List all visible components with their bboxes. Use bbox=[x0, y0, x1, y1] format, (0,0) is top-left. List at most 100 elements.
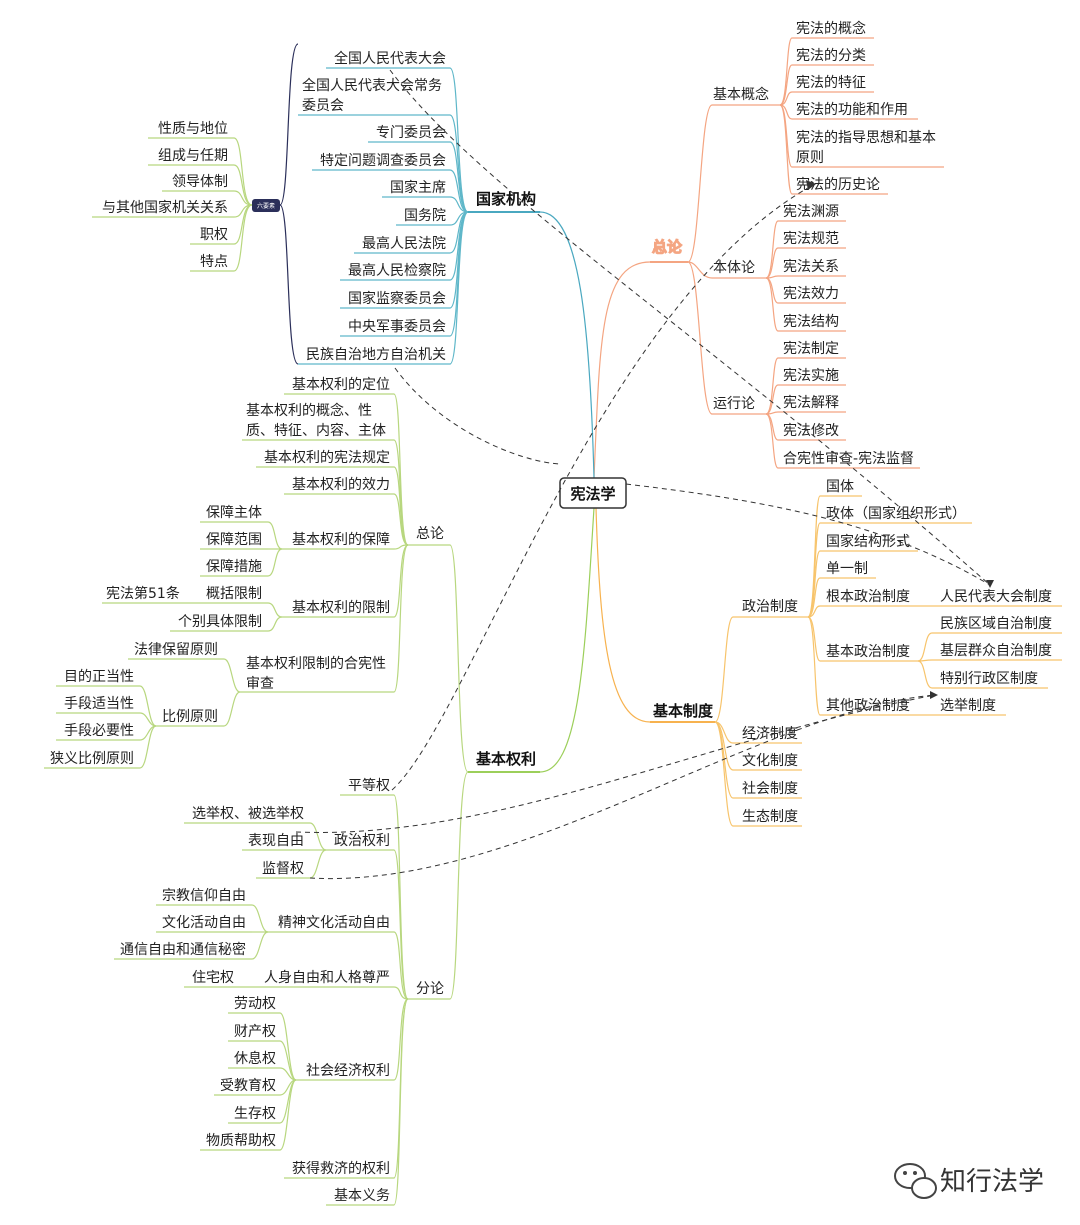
jingshen-item: 文化活动自由 bbox=[162, 915, 246, 931]
jigou-item: 全国人民代表大会 bbox=[334, 50, 446, 67]
six-elements-badge bbox=[252, 199, 280, 212]
yunxinglun-item: 宪法实施 bbox=[783, 367, 839, 384]
jigou-item: 委员会 bbox=[302, 98, 344, 114]
jigou-item: 特定问题调查委员会 bbox=[320, 153, 446, 169]
bentilun-label[interactable]: 本体论 bbox=[713, 260, 755, 276]
branch-jigou: 国家机构 全国人民代表大会 全国人民代表大会常务 委员会 专门委员会 特定问题调… bbox=[298, 50, 536, 365]
jiuji-label: 获得救济的权利 bbox=[292, 1160, 390, 1177]
jigou-item: 民族自治地方自治机关 bbox=[306, 347, 446, 363]
jingshen-item: 宗教信仰自由 bbox=[162, 888, 246, 904]
qita-child: 选举制度 bbox=[940, 698, 996, 714]
bentilun-item: 宪法结构 bbox=[783, 313, 839, 330]
link-root-to-system bbox=[625, 483, 991, 586]
shencha-label: 审查 bbox=[246, 676, 274, 692]
branch-quanli: 基本权利 总论 基本权利的定位 基本权利的概念、性 质、特征、内容、主体 基本权… bbox=[44, 376, 536, 1206]
jigou-label[interactable]: 国家机构 bbox=[476, 190, 536, 208]
jibengainian-item: 宪法的概念 bbox=[796, 20, 866, 37]
shehui-label: 社会经济权利 bbox=[306, 1063, 390, 1079]
link-vote-to-election bbox=[295, 694, 936, 833]
jigou-item: 国务院 bbox=[404, 208, 446, 224]
arrowhead bbox=[986, 580, 994, 588]
link-autonomy-to-root bbox=[394, 367, 561, 465]
zonglun-label[interactable]: 总论 bbox=[652, 238, 684, 257]
quanli-zonglun-item: 基本权利的定位 bbox=[292, 376, 390, 393]
jibengainian-label[interactable]: 基本概念 bbox=[713, 86, 769, 103]
shencha-label: 基本权利限制的合宪性 bbox=[246, 655, 386, 672]
fenlun-label[interactable]: 分论 bbox=[416, 981, 444, 997]
baozhang-item: 保障措施 bbox=[206, 559, 262, 575]
yunxinglun-label[interactable]: 运行论 bbox=[713, 396, 755, 412]
cross-links bbox=[295, 69, 994, 880]
baozhang-item: 保障主体 bbox=[206, 505, 262, 521]
zhidu-label[interactable]: 基本制度 bbox=[652, 702, 714, 720]
yiwu-label: 基本义务 bbox=[334, 1187, 390, 1204]
zhengzhiquan-item: 表现自由 bbox=[248, 833, 304, 849]
jigou-item: 专门委员会 bbox=[376, 125, 446, 141]
zhengzhi-item: 国家结构形式 bbox=[826, 533, 910, 550]
six-element-item: 职权 bbox=[200, 227, 228, 243]
six-elements-list: 性质与地位 组成与任期 领导体制 与其他国家机关关系 职权 特点 bbox=[92, 121, 253, 272]
link-equality-to-history bbox=[391, 183, 816, 791]
zhengzhi-label[interactable]: 政治制度 bbox=[742, 599, 798, 615]
yunxinglun-item: 宪法制定 bbox=[783, 340, 839, 357]
shehui-item: 物质帮助权 bbox=[206, 1133, 276, 1149]
jigou-item: 中央军事委员会 bbox=[348, 319, 446, 335]
watermark: 知行法学 bbox=[894, 1163, 1044, 1199]
qita-label: 其他政治制度 bbox=[826, 698, 910, 714]
renshen-label: 人身自由和人格尊严 bbox=[264, 969, 390, 986]
root-label: 宪法学 bbox=[570, 485, 615, 503]
baozhang-item: 保障范围 bbox=[206, 531, 262, 548]
yunxinglun-item: 宪法修改 bbox=[783, 422, 839, 439]
root-node[interactable]: 宪法学 bbox=[559, 477, 627, 509]
shencha-item: 法律保留原则 bbox=[134, 642, 218, 658]
zhidu-other: 社会制度 bbox=[742, 781, 798, 797]
bili-label: 比例原则 bbox=[162, 709, 218, 725]
quanli-label[interactable]: 基本权利 bbox=[475, 750, 536, 768]
jiben-child: 特别行政区制度 bbox=[940, 671, 1038, 687]
six-elements-badge-label: 六要素 bbox=[257, 202, 275, 210]
zhidu-other: 经济制度 bbox=[742, 726, 798, 742]
quanli-zonglun-label[interactable]: 总论 bbox=[416, 526, 444, 542]
six-element-item: 与其他国家机关关系 bbox=[102, 199, 228, 216]
zhengzhi-item: 国体 bbox=[826, 479, 854, 495]
jibengainian-item: 宪法的特征 bbox=[796, 74, 866, 91]
shehui-item: 劳动权 bbox=[234, 996, 276, 1012]
bentilun-item: 宪法规范 bbox=[783, 230, 839, 247]
zhengzhiquan-item: 监督权 bbox=[262, 861, 304, 877]
watermark-text: 知行法学 bbox=[940, 1167, 1044, 1197]
xianzhi-note: 宪法第51条 bbox=[106, 585, 180, 602]
xianzhi-item: 个别具体限制 bbox=[178, 614, 262, 630]
jingshen-label: 精神文化活动自由 bbox=[278, 915, 390, 931]
six-element-item: 特点 bbox=[200, 254, 228, 270]
shehui-item: 财产权 bbox=[234, 1024, 276, 1040]
renshen-item: 住宅权 bbox=[192, 970, 234, 986]
branch-zhidu: 基本制度 政治制度 国体 政体（国家组织形式） 国家结构形式 单一制 根本政治制… bbox=[652, 479, 1062, 827]
jibengainian-item: 宪法的指导思想和基本 bbox=[796, 129, 936, 146]
six-element-item: 领导体制 bbox=[172, 174, 228, 190]
branch-zonglun: 总论 基本概念 宪法的概念 宪法的分类 宪法的特征 宪法的功能和作用 宪法的指导… bbox=[652, 20, 944, 469]
zhengzhi-item: 单一制 bbox=[826, 561, 868, 577]
quanli-zonglun-item: 基本权利的概念、性 bbox=[246, 402, 372, 419]
wechat-icon bbox=[894, 1163, 937, 1199]
jibengainian-item: 宪法的分类 bbox=[796, 47, 866, 64]
zhengzhiquan-item: 选举权、被选举权 bbox=[192, 806, 304, 822]
zhidu-other: 生态制度 bbox=[742, 809, 798, 825]
bili-item: 手段必要性 bbox=[64, 723, 134, 739]
genben-label: 根本政治制度 bbox=[826, 589, 910, 605]
link-supervise-to-election bbox=[309, 694, 936, 880]
main-branch-lines bbox=[468, 211, 715, 773]
six-elements-group: 六要素 bbox=[252, 43, 299, 365]
yunxinglun-item: 宪法解释 bbox=[783, 394, 839, 411]
six-element-item: 性质与地位 bbox=[158, 121, 228, 137]
bili-item: 目的正当性 bbox=[64, 669, 134, 685]
jiben-child: 基层群众自治制度 bbox=[940, 642, 1052, 659]
arrowhead bbox=[806, 180, 816, 190]
jingshen-item: 通信自由和通信秘密 bbox=[120, 941, 246, 958]
jibengainian-item: 原则 bbox=[796, 150, 824, 166]
jigou-item: 全国人民代表大会常务 bbox=[302, 77, 442, 94]
bili-item: 手段适当性 bbox=[64, 696, 134, 712]
bentilun-item: 宪法关系 bbox=[783, 258, 839, 275]
jigou-item: 国家监察委员会 bbox=[348, 290, 446, 307]
xianzhi-label: 基本权利的限制 bbox=[292, 599, 390, 616]
zhengzhiquan-label: 政治权利 bbox=[334, 833, 390, 849]
